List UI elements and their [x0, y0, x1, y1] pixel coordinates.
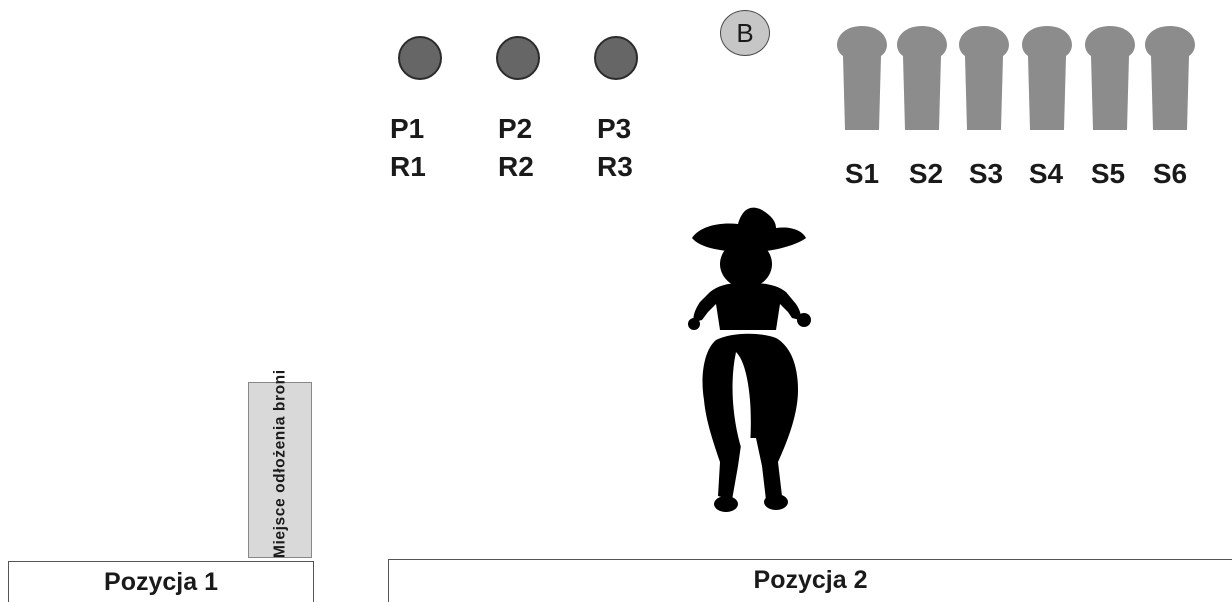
- target-label-p1: P1 R1: [390, 110, 426, 186]
- plate-target-p2: [496, 36, 540, 80]
- label-s1: S1: [844, 158, 880, 189]
- position-2-label: Pozycja 2: [753, 566, 868, 594]
- target-label-p3: P3 R3: [597, 110, 633, 186]
- label-s6: S6: [1152, 158, 1188, 189]
- label-r2: R2: [498, 151, 534, 182]
- label-p1: P1: [390, 113, 425, 144]
- bonus-target-label: B: [736, 17, 754, 48]
- silhouette-target-s3: [959, 26, 1009, 130]
- plate-target-p3: [594, 36, 638, 80]
- plate-target-p1: [398, 36, 442, 80]
- label-s5: S5: [1090, 158, 1126, 189]
- silhouette-target-s1: [837, 26, 887, 130]
- silhouette-target-s6: [1145, 26, 1195, 130]
- position-2: Pozycja 2: [388, 559, 1232, 602]
- silhouette-target-s5: [1085, 26, 1135, 130]
- target-label-p2: P2 R2: [498, 110, 534, 186]
- cowboy-on-horse-icon: [688, 207, 811, 512]
- label-p3: P3: [597, 113, 632, 144]
- label-s2: S2: [908, 158, 944, 189]
- weapon-placement-area: Miejsce odłożenia broni: [248, 369, 312, 558]
- silhouette-target-s4: [1022, 26, 1072, 130]
- label-s4: S4: [1028, 158, 1064, 189]
- position-1: Pozycja 1: [8, 561, 314, 602]
- weapon-placement-label: Miejsce odłożenia broni: [271, 369, 289, 558]
- label-r1: R1: [390, 151, 426, 182]
- bonus-target: B: [720, 10, 770, 56]
- label-p2: P2: [498, 113, 533, 144]
- label-r3: R3: [597, 151, 633, 182]
- label-s3: S3: [968, 158, 1004, 189]
- silhouette-target-s2: [897, 26, 947, 130]
- position-1-label: Pozycja 1: [104, 568, 218, 596]
